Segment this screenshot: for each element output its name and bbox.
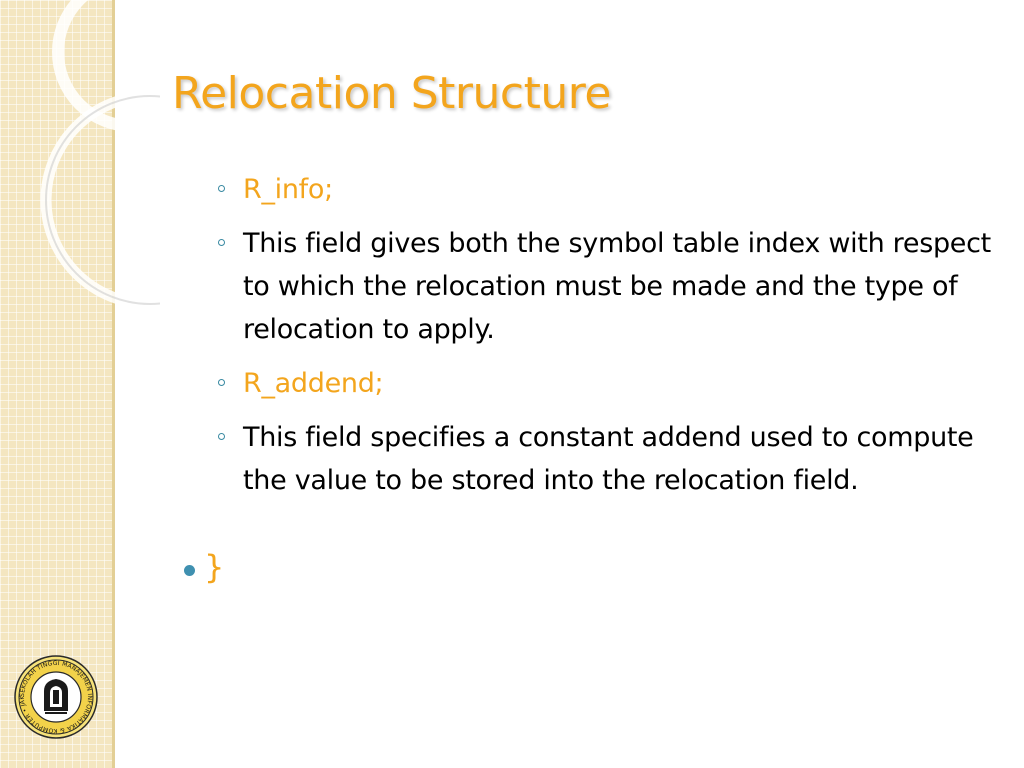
sub-bullet-list: R_info; This field gives both the symbol…	[214, 168, 994, 513]
top-bullet-item: }	[184, 548, 224, 586]
sub-bullet-text: R_addend;	[243, 368, 384, 399]
top-bullet-list: }	[184, 548, 224, 586]
ring-bullet-icon	[218, 433, 225, 440]
sub-bullet-r-addend-desc: This field specifies a constant addend u…	[214, 416, 994, 502]
college-seal-logo-icon: SEKOLAH TINGGI MANAJEMEN INFORMATIKA & K…	[14, 655, 98, 739]
closing-brace-text: }	[204, 548, 225, 586]
side-panel-edge	[112, 0, 115, 768]
ring-bullet-icon	[218, 239, 225, 246]
decorative-circles-icon	[40, 0, 160, 310]
sub-bullet-r-info: R_info;	[214, 168, 994, 211]
sub-bullet-text: This field gives both the symbol table i…	[243, 228, 991, 345]
dot-bullet-icon	[184, 564, 195, 576]
sub-bullet-r-info-desc: This field gives both the symbol table i…	[214, 222, 994, 351]
sub-bullet-text: This field specifies a constant addend u…	[243, 422, 974, 496]
sub-bullet-r-addend: R_addend;	[214, 362, 994, 405]
sub-bullet-text: R_info;	[243, 174, 333, 205]
ring-bullet-icon	[218, 185, 225, 192]
ring-bullet-icon	[218, 379, 225, 386]
side-grid-panel	[0, 0, 112, 768]
slide-title: Relocation Structure	[172, 68, 611, 119]
